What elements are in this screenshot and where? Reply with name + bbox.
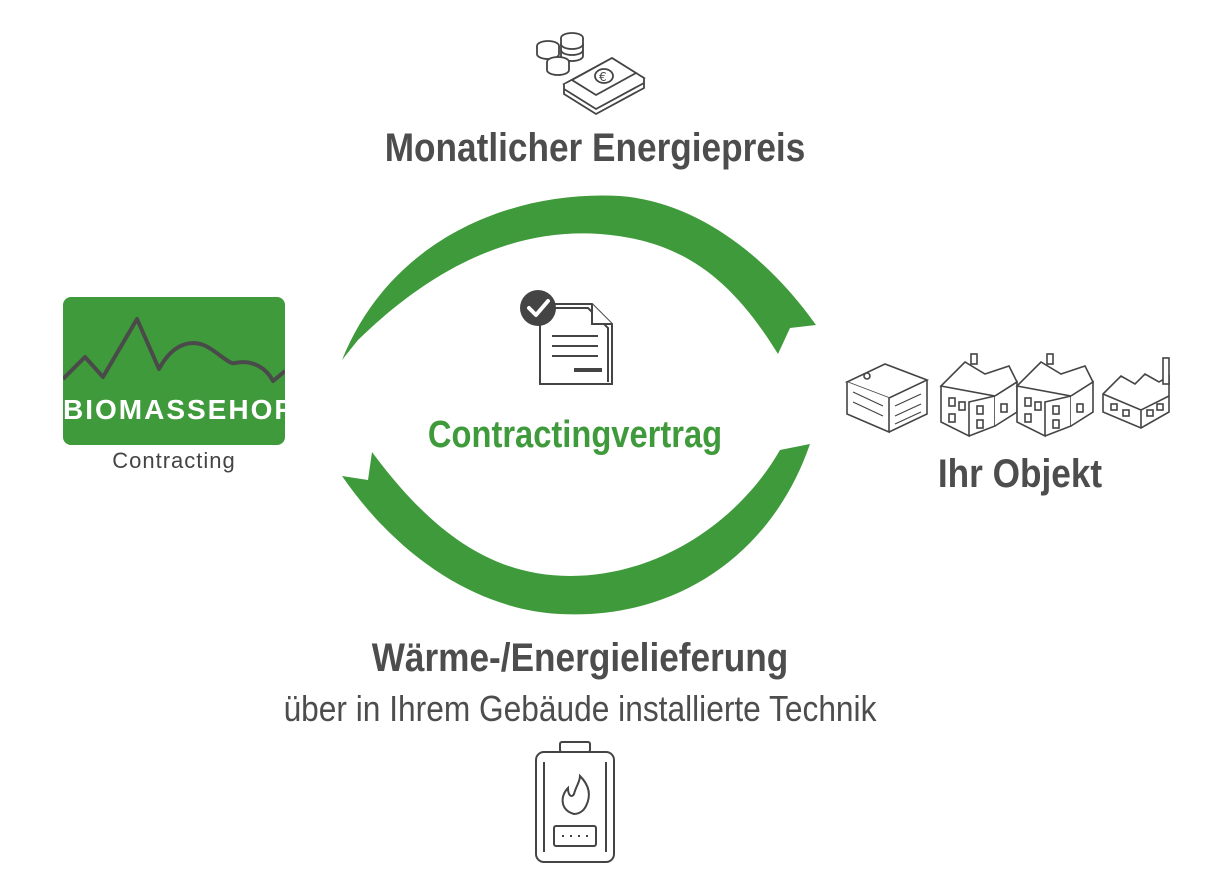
title-energy-delivery: Wärme-/Energielieferung xyxy=(371,636,789,680)
mountain-line-icon xyxy=(63,317,285,383)
subtitle-energy-delivery: über in Ihrem Gebäude installierte Techn… xyxy=(283,688,877,729)
svg-text:€: € xyxy=(599,70,607,84)
title-monthly-energy-price: Monatlicher Energiepreis xyxy=(384,126,806,170)
contract-label: Contractingvertrag xyxy=(427,414,723,456)
contract-cycle-arrows xyxy=(342,195,816,615)
bottom-cycle-arrow xyxy=(342,444,810,615)
money-icon: € xyxy=(536,32,646,116)
top-cycle-arrow xyxy=(342,195,816,360)
biomassehof-logo: BIOMASSEHOF xyxy=(63,297,285,445)
contract-document-check-icon xyxy=(520,290,613,385)
boiler-icon xyxy=(535,741,615,863)
logo-subtitle: Contracting xyxy=(112,448,236,473)
buildings-icon xyxy=(845,353,1170,438)
logo-wordmark: BIOMASSEHOF xyxy=(63,394,285,425)
title-your-object: Ihr Objekt xyxy=(937,452,1103,496)
